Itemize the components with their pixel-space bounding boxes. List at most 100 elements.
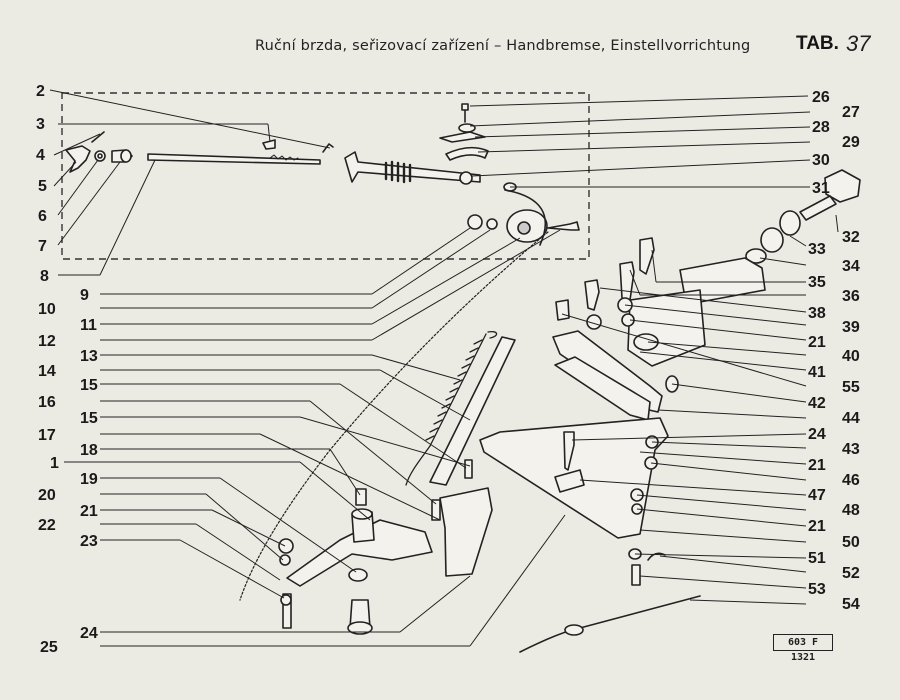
pulley-pin bbox=[547, 221, 580, 231]
callout-50: 50 bbox=[842, 534, 860, 551]
callout-20: 20 bbox=[38, 487, 56, 504]
callout-23: 23 bbox=[80, 533, 98, 550]
bell-crank bbox=[439, 487, 493, 577]
bracket-29 bbox=[445, 146, 489, 161]
callout-30: 30 bbox=[812, 152, 830, 169]
bolt-38 bbox=[584, 279, 600, 311]
callout-18: 18 bbox=[80, 442, 98, 459]
callout-7: 7 bbox=[38, 238, 47, 255]
callout-6: 6 bbox=[38, 208, 47, 225]
callout-48: 48 bbox=[842, 502, 860, 519]
pivot-pin-base bbox=[347, 621, 373, 635]
callout-52: 52 bbox=[842, 565, 860, 582]
cable-ferrule bbox=[564, 624, 584, 636]
callout-26: 26 bbox=[812, 89, 830, 106]
tab-number: 37 bbox=[846, 31, 871, 56]
bolt-53 bbox=[631, 564, 641, 586]
callout-12: 12 bbox=[38, 333, 56, 350]
callout-24r: 24 bbox=[808, 426, 826, 443]
washer-21d bbox=[278, 538, 294, 554]
callout-54: 54 bbox=[842, 596, 860, 613]
callout-22: 22 bbox=[38, 517, 56, 534]
plate-caption: Ruční brzda, seřizovací zařízení – Handb… bbox=[255, 38, 751, 54]
callout-10: 10 bbox=[38, 301, 56, 318]
callout-51: 51 bbox=[808, 550, 826, 567]
washer-34 bbox=[745, 248, 767, 264]
drawing-number-stamp: 603 F 1321 bbox=[773, 634, 833, 663]
lever-lower bbox=[554, 356, 651, 421]
callout-53: 53 bbox=[808, 581, 826, 598]
callout-42: 42 bbox=[808, 395, 826, 412]
washer-21b bbox=[586, 314, 602, 330]
callout-17: 17 bbox=[38, 427, 56, 444]
callout-35: 35 bbox=[808, 274, 826, 291]
lever-cutout bbox=[554, 469, 585, 493]
bolt-26 bbox=[461, 103, 469, 111]
callout-8: 8 bbox=[40, 268, 49, 285]
callout-25: 25 bbox=[40, 639, 58, 656]
washer-inner bbox=[97, 153, 103, 159]
callout-3: 3 bbox=[36, 116, 45, 133]
nut-23 bbox=[280, 594, 292, 606]
callout-29: 29 bbox=[842, 134, 860, 151]
washer-20 bbox=[279, 554, 291, 566]
pulley-hub bbox=[517, 221, 531, 235]
nut-face bbox=[120, 149, 132, 163]
callout-43: 43 bbox=[842, 441, 860, 458]
washer-10 bbox=[467, 214, 483, 230]
return-spring bbox=[405, 330, 498, 486]
main-lever bbox=[479, 417, 669, 539]
bolt-32-thread bbox=[799, 195, 837, 221]
callout-5: 5 bbox=[38, 178, 47, 195]
tab-label: TAB. bbox=[796, 33, 839, 54]
callout-46: 46 bbox=[842, 472, 860, 489]
callout-11: 11 bbox=[80, 317, 97, 334]
callout-4: 4 bbox=[36, 147, 45, 164]
callout-21: 21 bbox=[80, 503, 98, 520]
callout-21r: 21 bbox=[808, 334, 826, 351]
leader-lines-right bbox=[469, 95, 839, 605]
callout-39: 39 bbox=[842, 319, 860, 336]
callout-55: 55 bbox=[842, 379, 860, 396]
callout-15: 15 bbox=[80, 377, 98, 394]
callout-40: 40 bbox=[842, 348, 860, 365]
callout-15b: 15 bbox=[80, 410, 98, 427]
tie-rod bbox=[429, 336, 516, 486]
callout-33: 33 bbox=[808, 241, 826, 258]
washer-19 bbox=[348, 568, 368, 582]
callout-21r2: 21 bbox=[808, 457, 826, 474]
washer-33b bbox=[760, 227, 784, 253]
callout-47: 47 bbox=[808, 487, 826, 504]
shaft-ring bbox=[459, 171, 473, 185]
parts-drawing bbox=[65, 103, 861, 653]
brake-cable bbox=[239, 231, 549, 601]
callout-21r3: 21 bbox=[808, 518, 826, 535]
callout-2: 2 bbox=[36, 83, 45, 100]
right-callout-numbers: 26 27 28 29 30 31 32 33 34 35 36 38 39 2… bbox=[808, 89, 860, 613]
hex-nut-32 bbox=[824, 169, 861, 203]
bolt-55 bbox=[555, 299, 570, 321]
washer bbox=[94, 150, 106, 162]
adjusting-rod bbox=[147, 153, 321, 165]
rod-teeth bbox=[269, 154, 299, 161]
callout-28: 28 bbox=[812, 119, 830, 136]
callout-38: 38 bbox=[808, 305, 826, 322]
callout-31: 31 bbox=[812, 180, 830, 197]
control-cable bbox=[519, 595, 701, 653]
callout-14: 14 bbox=[38, 363, 56, 380]
washer-11 bbox=[486, 218, 498, 230]
callout-41: 41 bbox=[808, 364, 826, 381]
callout-16: 16 bbox=[38, 394, 56, 411]
split-pin bbox=[91, 131, 105, 143]
callout-27: 27 bbox=[842, 104, 860, 121]
callout-9: 9 bbox=[80, 287, 89, 304]
callout-36: 36 bbox=[842, 288, 860, 305]
callout-1: 1 bbox=[50, 455, 59, 472]
callout-24: 24 bbox=[80, 625, 98, 642]
bolt-15 bbox=[464, 459, 473, 479]
fork bbox=[65, 145, 91, 173]
callout-19: 19 bbox=[80, 471, 98, 488]
bolt-36 bbox=[619, 261, 635, 301]
washer-27 bbox=[458, 123, 476, 133]
